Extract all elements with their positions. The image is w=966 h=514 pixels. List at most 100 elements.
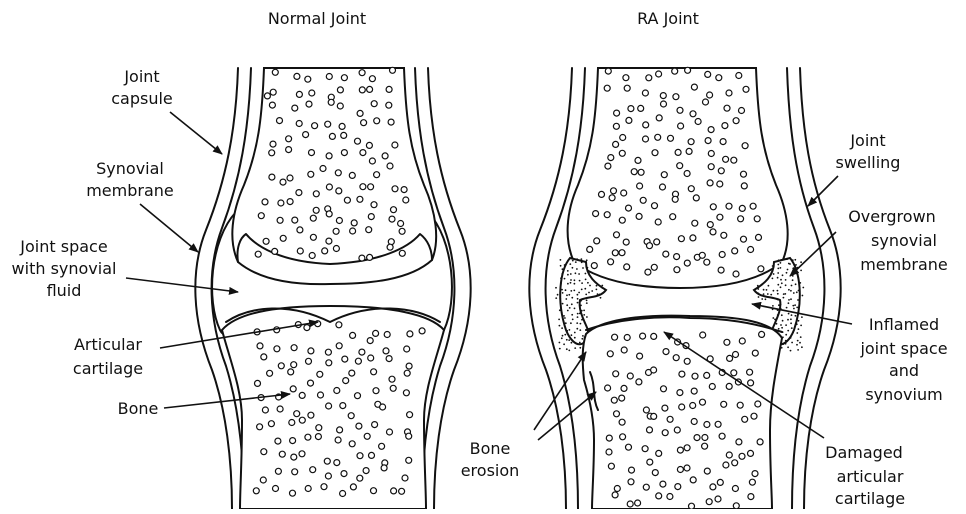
marrow-dot	[384, 332, 390, 338]
marrow-dot	[289, 420, 295, 426]
stipple-dot	[763, 293, 765, 295]
marrow-dot	[652, 203, 658, 209]
stipple-dot	[777, 277, 779, 279]
marrow-dot	[313, 191, 319, 197]
marrow-dot	[690, 477, 696, 483]
marrow-dot	[747, 369, 753, 375]
marrow-dot	[739, 453, 745, 459]
stipple-dot	[579, 280, 581, 282]
stipple-dot	[790, 350, 792, 352]
marrow-dot	[677, 107, 683, 113]
label-line: Inflamed	[869, 315, 939, 334]
marrow-dot	[710, 484, 716, 490]
stipple-dot	[783, 293, 785, 295]
marrow-dot	[286, 147, 292, 153]
marrow-dot	[621, 347, 627, 353]
marrow-dot	[369, 452, 375, 458]
marrow-dot	[366, 142, 372, 148]
marrow-dot	[704, 259, 710, 265]
marrow-dot	[363, 468, 369, 474]
stipple-dot	[580, 323, 582, 325]
marrow-dot	[350, 228, 356, 234]
marrow-dot	[607, 351, 613, 357]
marrow-dot	[401, 187, 407, 193]
marrow-dot	[739, 108, 745, 114]
stipple-dot	[561, 312, 563, 314]
marrow-dot	[619, 250, 625, 256]
marrow-dot	[675, 149, 681, 155]
stipple-dot	[561, 289, 563, 291]
marrow-dot	[399, 228, 405, 234]
marrow-dot	[392, 142, 398, 148]
marrow-dot	[587, 246, 593, 252]
marrow-dot	[326, 184, 332, 190]
marrow-dot	[349, 172, 355, 178]
marrow-dot	[715, 421, 721, 427]
marrow-dot	[325, 349, 331, 355]
marrow-dot	[720, 139, 726, 145]
marrow-dot	[709, 384, 715, 390]
marrow-dot	[629, 467, 635, 473]
stipple-dot	[782, 320, 784, 322]
marrow-dot	[656, 493, 662, 499]
marrow-dot	[691, 388, 697, 394]
stipple-dot	[780, 286, 782, 288]
arrow	[752, 304, 852, 324]
marrow-dot	[386, 356, 392, 362]
marrow-dot	[262, 407, 268, 413]
marrow-dot	[340, 491, 346, 497]
stipple-dot	[569, 263, 571, 265]
marrow-dot	[388, 119, 394, 125]
marrow-dot	[296, 121, 302, 127]
stipple-dot	[566, 304, 568, 306]
marrow-dot	[371, 101, 377, 107]
stipple-dot	[584, 288, 586, 290]
marrow-dot	[290, 490, 296, 496]
stipple-dot	[579, 313, 581, 315]
marrow-dot	[341, 471, 347, 477]
stipple-dot	[565, 298, 567, 300]
stipple-dot	[781, 314, 783, 316]
marrow-dot	[748, 450, 754, 456]
marrow-dot	[655, 134, 661, 140]
marrow-dot	[324, 458, 330, 464]
marrow-dot	[337, 87, 343, 93]
label-line: capsule	[111, 89, 173, 108]
marrow-dot	[674, 267, 680, 273]
marrow-dot	[341, 150, 347, 156]
marrow-dot	[755, 401, 761, 407]
marrow-dot	[647, 427, 653, 433]
marrow-dot	[640, 197, 646, 203]
stipple-dot	[583, 314, 585, 316]
marrow-dot	[613, 123, 619, 129]
marrow-dot	[297, 227, 303, 233]
marrow-dot	[299, 417, 305, 423]
normal-joint-title: Normal Joint	[268, 9, 366, 28]
marrow-dot	[368, 214, 374, 220]
stipple-dot	[795, 283, 797, 285]
marrow-dot	[624, 85, 630, 91]
marrow-dot	[640, 333, 646, 339]
marrow-dot	[732, 248, 738, 254]
marrow-dot	[724, 339, 730, 345]
marrow-dot	[288, 369, 294, 375]
stipple-dot	[780, 304, 782, 306]
marrow-dot	[296, 91, 302, 97]
stipple-dot	[570, 290, 572, 292]
stipple-dot	[574, 283, 576, 285]
stipple-dot	[566, 339, 568, 341]
stipple-dot	[566, 294, 568, 296]
stipple-dot	[789, 263, 791, 265]
marrow-dot	[723, 156, 729, 162]
marrow-dot	[361, 120, 367, 126]
marrow-dot	[679, 371, 685, 377]
stipple-dot	[581, 282, 583, 284]
marrow-dot	[611, 397, 617, 403]
marrow-dot	[757, 439, 763, 445]
marrow-dot	[708, 151, 714, 157]
marrow-dot	[706, 499, 712, 505]
stipple-dot	[761, 298, 763, 300]
stipple-dot	[780, 262, 782, 264]
stipple-dot	[576, 328, 578, 330]
